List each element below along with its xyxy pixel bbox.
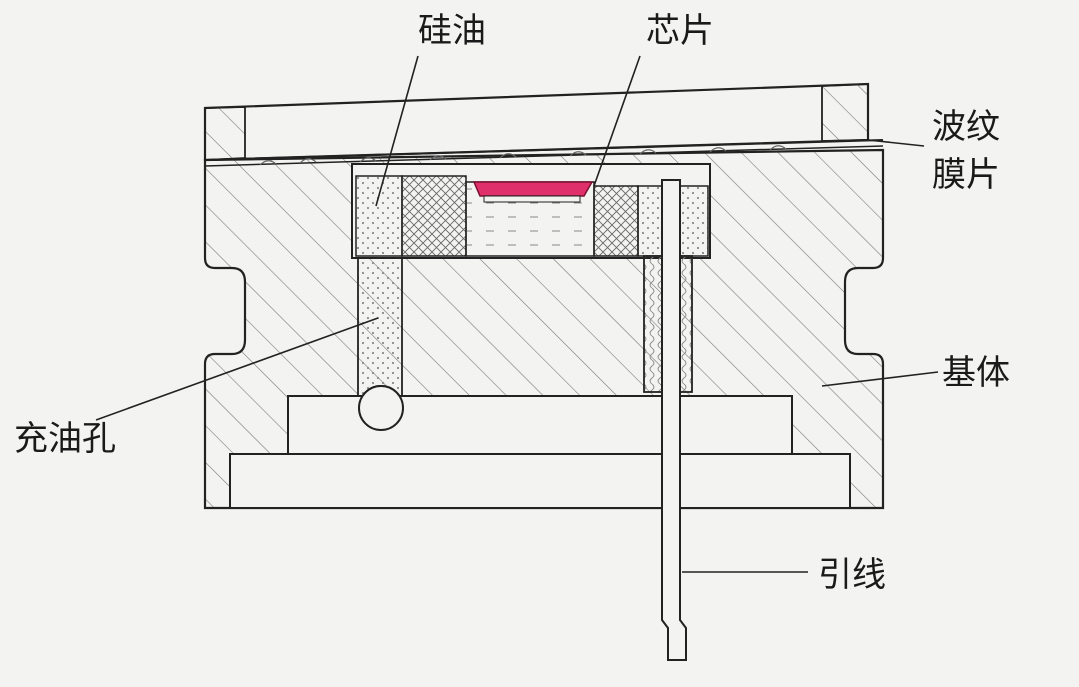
lead-wire	[661, 179, 687, 661]
label-silicone-oil: 硅油	[418, 11, 486, 51]
leader-lines	[95, 55, 939, 573]
label-oil-fill-hole: 充油孔	[14, 419, 116, 459]
label-lead-wire: 引线	[818, 555, 886, 595]
top-cap	[203, 82, 870, 162]
support-block-right	[593, 185, 639, 257]
cap-corner-left	[204, 106, 246, 161]
label-chip: 芯片	[646, 11, 714, 51]
label-base-body: 基体	[942, 353, 1010, 393]
chip-substrate	[483, 195, 581, 203]
base-step-lower	[229, 453, 851, 509]
silicone-oil-fill	[355, 175, 403, 257]
oil-channel	[357, 257, 403, 399]
label-corrugated-diaphragm-1: 波纹	[932, 107, 1000, 147]
corrugated-diaphragm	[204, 139, 884, 167]
label-corrugated-diaphragm-2: 膜片	[932, 155, 1000, 195]
support-block-left	[401, 175, 467, 257]
cap-corner-right	[821, 83, 869, 142]
chip	[472, 181, 594, 197]
